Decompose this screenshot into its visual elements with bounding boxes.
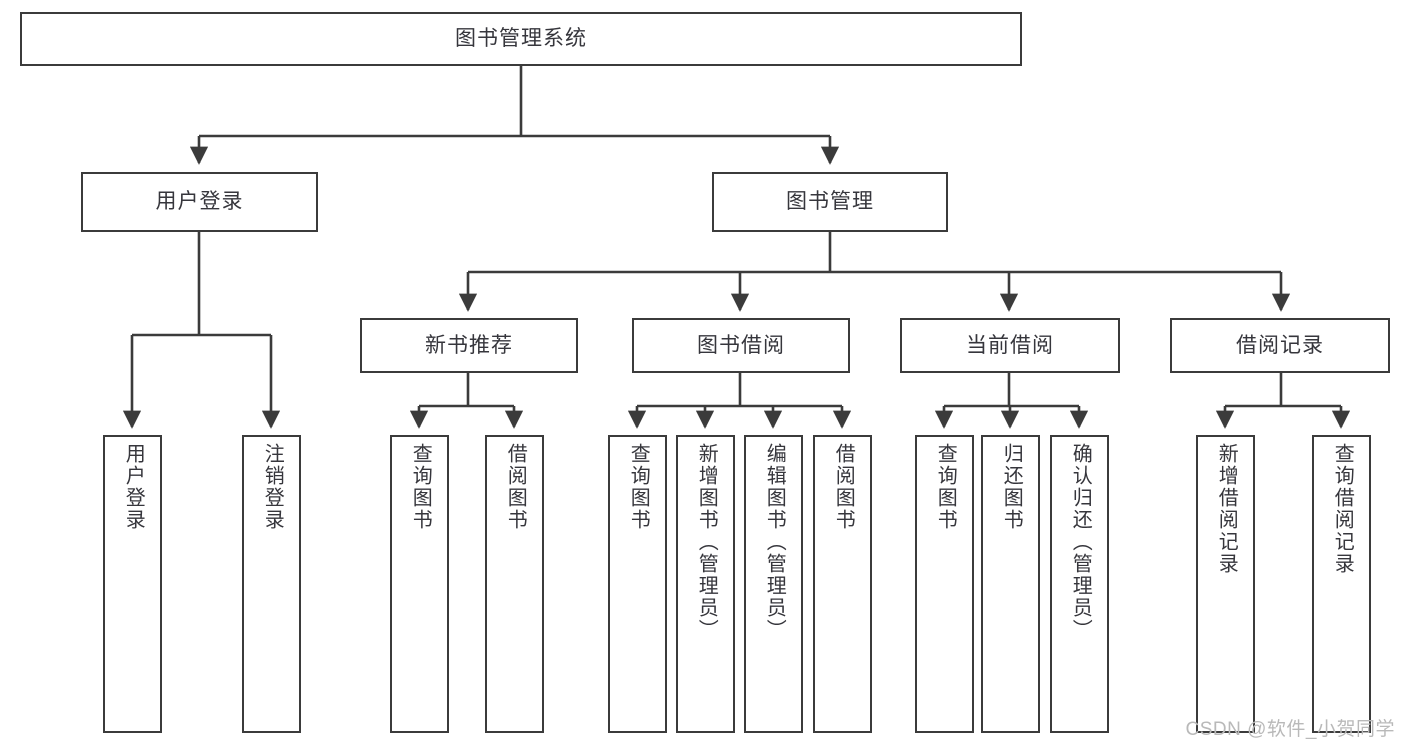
node-borrow-record[interactable]: 借阅记录 xyxy=(1170,318,1390,373)
node-borrow-record-label: 借阅记录 xyxy=(1236,333,1324,357)
leaf-borrow-record-query[interactable]: 查询借阅记录 xyxy=(1312,435,1371,733)
node-book-borrow-label: 图书借阅 xyxy=(697,333,785,357)
node-book-management-label: 图书管理 xyxy=(786,190,874,214)
leaf-book-borrow-add[interactable]: 新增图书（管理员） xyxy=(676,435,735,733)
node-current-borrow[interactable]: 当前借阅 xyxy=(900,318,1120,373)
node-root[interactable]: 图书管理系统 xyxy=(20,12,1022,66)
leaf-user-login-logout[interactable]: 注销登录 xyxy=(242,435,301,733)
leaf-book-borrow-borrow[interactable]: 借阅图书 xyxy=(813,435,872,733)
leaf-label: 注销登录 xyxy=(261,443,284,531)
node-book-management[interactable]: 图书管理 xyxy=(712,172,948,232)
node-root-label: 图书管理系统 xyxy=(455,27,587,51)
leaf-borrow-record-add[interactable]: 新增借阅记录 xyxy=(1196,435,1255,733)
leaf-label: 用户登录 xyxy=(122,443,145,531)
leaf-new-book-query[interactable]: 查询图书 xyxy=(390,435,449,733)
leaf-current-borrow-confirm-return[interactable]: 确认归还（管理员） xyxy=(1050,435,1109,733)
leaf-label: 归还图书 xyxy=(1000,443,1023,531)
leaf-label: 查询图书 xyxy=(409,443,432,531)
leaf-current-borrow-query[interactable]: 查询图书 xyxy=(915,435,974,733)
leaf-label: 新增图书（管理员） xyxy=(695,443,718,641)
leaf-book-borrow-query[interactable]: 查询图书 xyxy=(608,435,667,733)
leaf-book-borrow-edit[interactable]: 编辑图书（管理员） xyxy=(744,435,803,733)
watermark: CSDN @软件_小贺同学 xyxy=(1185,719,1395,740)
leaf-label: 查询图书 xyxy=(627,443,650,531)
leaf-label: 新增借阅记录 xyxy=(1215,443,1238,575)
leaf-label: 编辑图书（管理员） xyxy=(763,443,786,641)
leaf-label: 确认归还（管理员） xyxy=(1069,443,1092,641)
leaf-label: 借阅图书 xyxy=(504,443,527,531)
node-new-book-recommend[interactable]: 新书推荐 xyxy=(360,318,578,373)
leaf-label: 查询借阅记录 xyxy=(1331,443,1354,575)
leaf-user-login-login[interactable]: 用户登录 xyxy=(103,435,162,733)
leaf-label: 借阅图书 xyxy=(832,443,855,531)
node-current-borrow-label: 当前借阅 xyxy=(966,333,1054,357)
leaf-new-book-borrow[interactable]: 借阅图书 xyxy=(485,435,544,733)
leaf-label: 查询图书 xyxy=(934,443,957,531)
leaf-current-borrow-return[interactable]: 归还图书 xyxy=(981,435,1040,733)
node-user-login[interactable]: 用户登录 xyxy=(81,172,318,232)
node-new-book-recommend-label: 新书推荐 xyxy=(425,333,513,357)
node-book-borrow[interactable]: 图书借阅 xyxy=(632,318,850,373)
node-user-login-label: 用户登录 xyxy=(155,190,244,214)
